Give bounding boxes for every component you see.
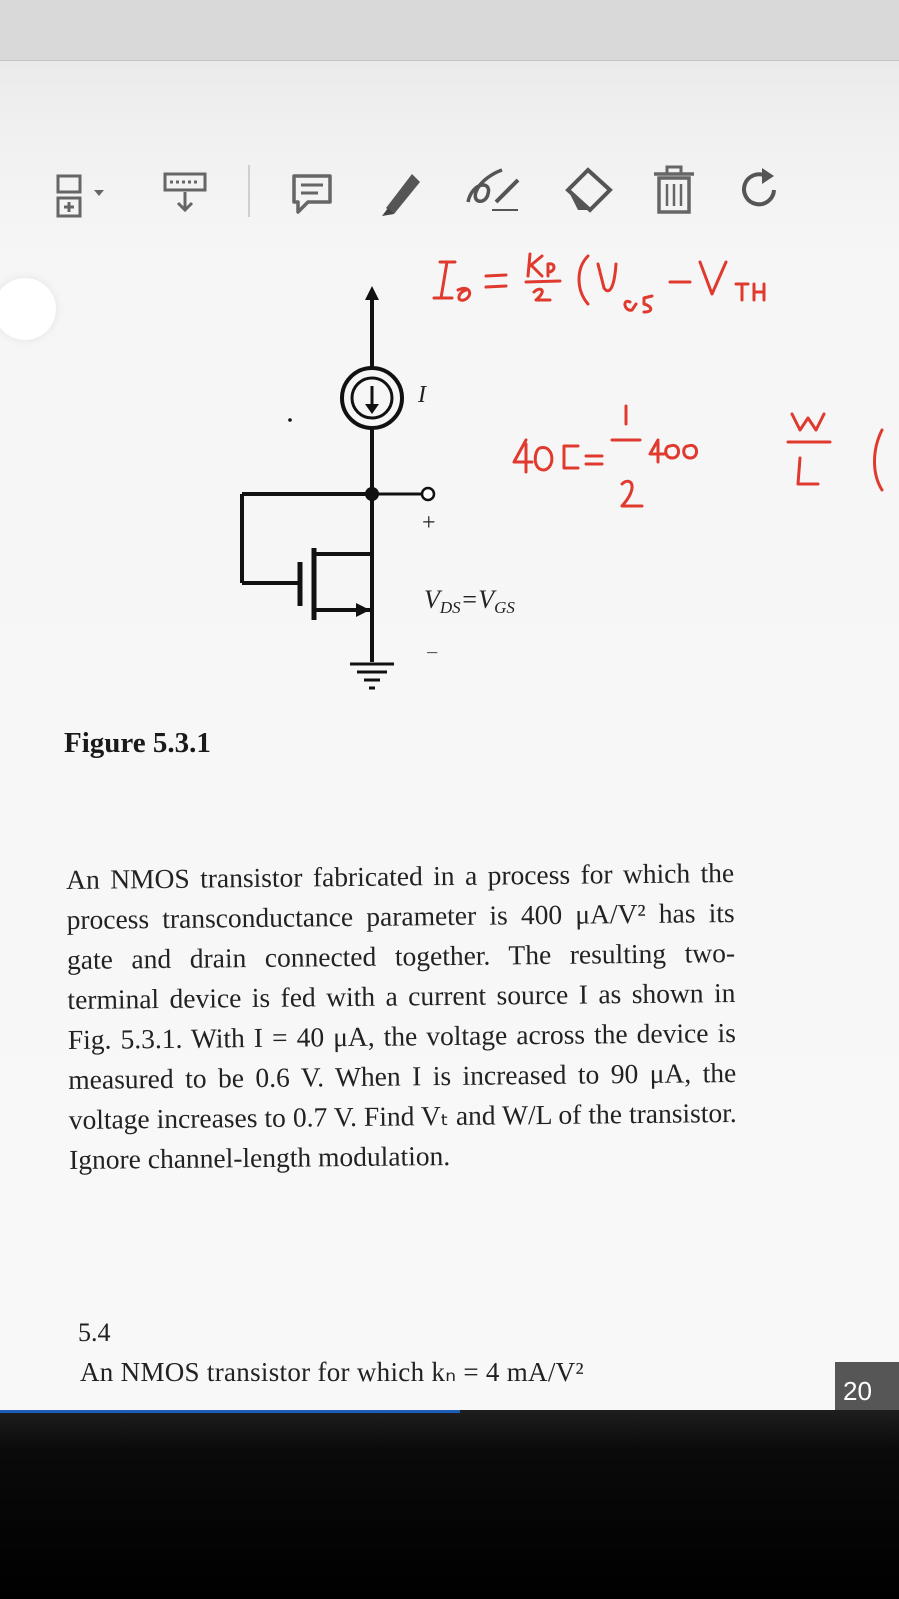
stamp-icon[interactable] [160, 168, 210, 218]
handwritten-equation-1 [432, 252, 766, 314]
signature-icon[interactable] [462, 162, 524, 220]
side-panel-handle[interactable] [0, 278, 56, 340]
window-top-bar [0, 0, 899, 61]
next-problem-number: 5.4 [78, 1318, 111, 1347]
highlight-pen-icon[interactable] [374, 164, 424, 220]
handwritten-equation-2 [512, 404, 884, 508]
vds-label: VDS=VGS [424, 585, 515, 617]
document-page [0, 0, 899, 1420]
terminal-node [420, 486, 436, 502]
figure-caption: Figure 5.3.1 [64, 727, 211, 759]
source-arrow [356, 603, 370, 617]
delete-icon[interactable] [650, 164, 698, 218]
problem-text: An NMOS transistor fabricated in a proce… [66, 857, 737, 1175]
toolbar-separator [248, 165, 250, 217]
circuit-diagram: I + − VDS=VGS [240, 252, 884, 690]
next-problem-text: An NMOS transistor for which kₙ = 4 mA/V… [80, 1357, 584, 1387]
plus-label: + [422, 510, 436, 536]
eraser-icon[interactable] [560, 160, 618, 220]
redo-icon[interactable] [734, 164, 784, 214]
comment-icon[interactable] [288, 170, 336, 216]
screen-bezel [0, 1410, 899, 1599]
scroll-progress-bar [0, 1410, 460, 1413]
supply-arrow [365, 286, 379, 300]
compare-icon[interactable] [52, 168, 112, 224]
minus-label: − [426, 640, 438, 665]
current-label: I [417, 382, 427, 408]
